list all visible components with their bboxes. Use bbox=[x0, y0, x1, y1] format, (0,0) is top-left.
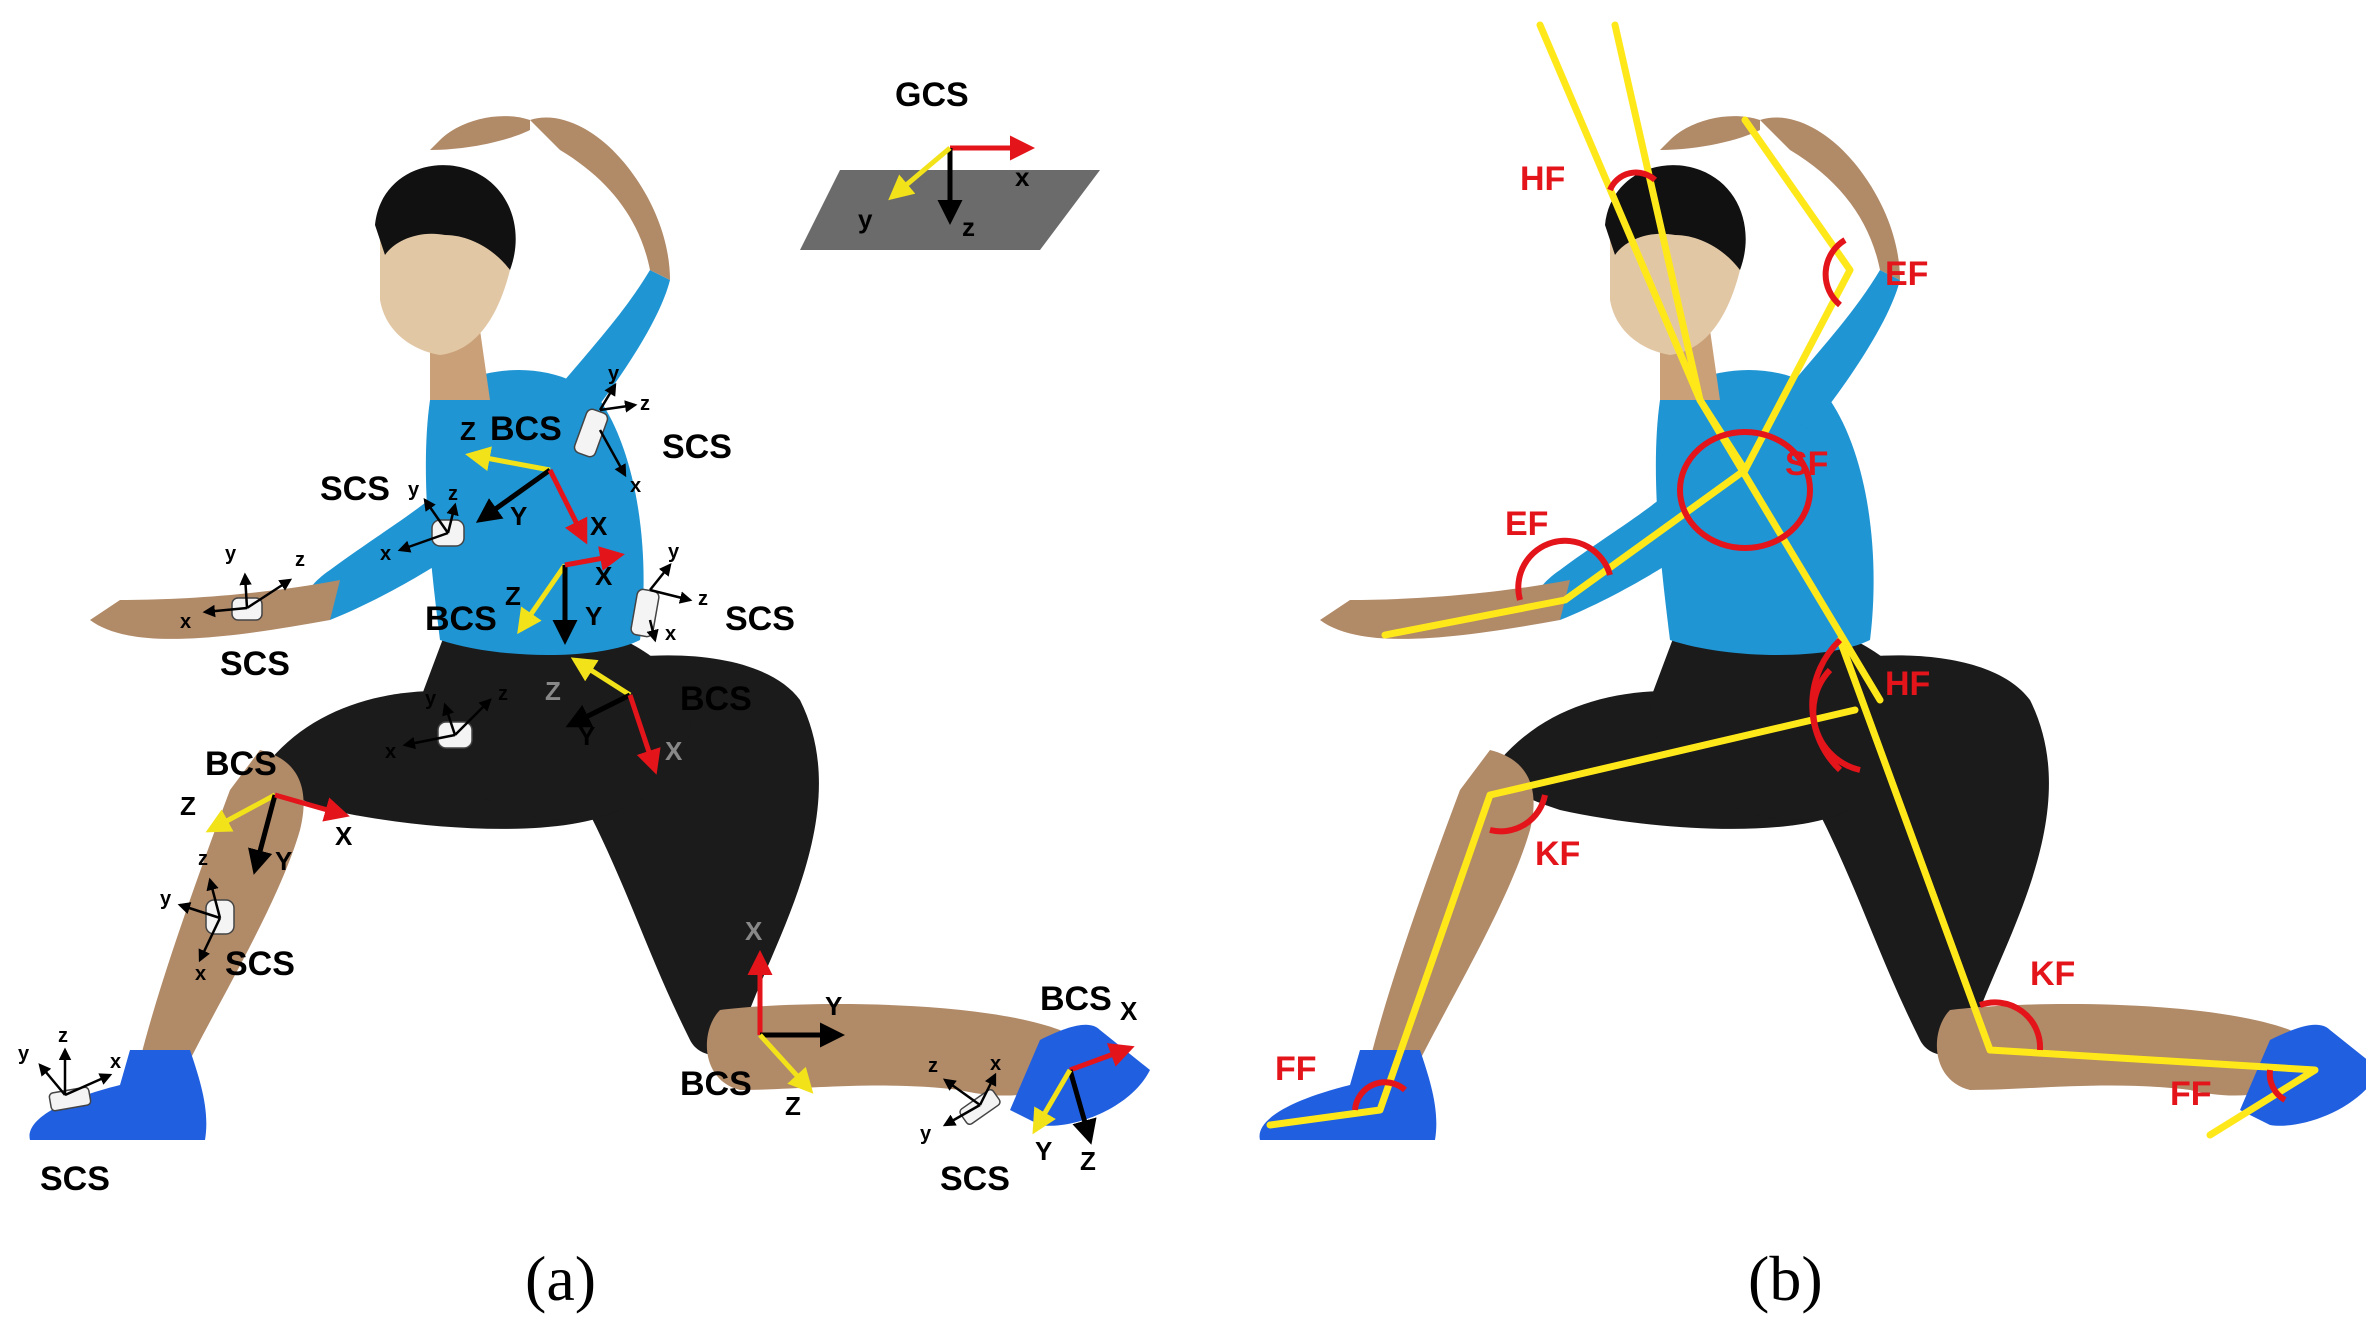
front-leg-line bbox=[1266, 706, 1859, 1129]
raised-arm-line bbox=[1741, 116, 1854, 474]
gcs-z-label: z bbox=[962, 212, 975, 242]
sx-shin: x bbox=[195, 963, 206, 985]
axis-X-pelvis: X bbox=[665, 736, 683, 766]
axis-Z-shank: Z bbox=[785, 1091, 801, 1121]
head-ref-line bbox=[1611, 21, 1704, 404]
gcs-y-label: y bbox=[858, 204, 873, 234]
sy-forearm: y bbox=[225, 543, 237, 565]
sz-back-lower: z bbox=[698, 588, 708, 610]
scs-label-back-lower: SCS bbox=[725, 600, 795, 638]
sensor-pads bbox=[48, 408, 1001, 1126]
axis-X-foot: X bbox=[1120, 996, 1138, 1026]
bcs-axis-letters: Z Y X Z Y X Z Y X Z Y X X Y Z X Y Z bbox=[180, 416, 1138, 1176]
panel-a: GCS x y z bbox=[18, 76, 1151, 1314]
axis-Y-foot: Y bbox=[1035, 1136, 1052, 1166]
axis-Z-torso: Z bbox=[460, 416, 476, 446]
bcs-label-torso-upper: BCS bbox=[490, 410, 562, 448]
sx-foot-front: x bbox=[110, 1051, 121, 1073]
axis-Z-lower: Z bbox=[505, 581, 521, 611]
arc-ef-raised bbox=[1822, 237, 1847, 308]
sx-foot-back: x bbox=[990, 1053, 1001, 1075]
bcs-axes bbox=[205, 446, 1135, 1145]
bcs-label-thigh: BCS bbox=[205, 745, 277, 783]
label-sf: SF bbox=[1785, 445, 1828, 483]
arc-sf bbox=[1677, 429, 1813, 551]
arc-ff-back bbox=[2266, 1069, 2287, 1103]
sz-upperarm: z bbox=[448, 483, 458, 505]
axis-Y-shank: Y bbox=[825, 991, 842, 1021]
axis-Z-pelvis: Z bbox=[545, 676, 561, 706]
sy-thigh: y bbox=[425, 688, 437, 710]
sz-back-upper: z bbox=[640, 393, 650, 415]
bcs-label-foot: BCS bbox=[1040, 980, 1112, 1018]
scs-label-foot-back: SCS bbox=[940, 1160, 1010, 1198]
axis-Z-thigh: Z bbox=[180, 791, 196, 821]
arc-ef-front bbox=[1515, 537, 1613, 601]
scs-label-upperarm: SCS bbox=[320, 470, 390, 508]
sensor-foot-front bbox=[48, 1086, 92, 1112]
axis-X-torso: X bbox=[590, 511, 608, 541]
panel-a-caption: (a) bbox=[525, 1243, 596, 1314]
bcs-label-torso-lower: BCS bbox=[425, 600, 497, 638]
axis-Y-thigh: Y bbox=[275, 846, 292, 876]
angle-labels: HF EF SF EF HF KF KF FF FF bbox=[1275, 160, 2212, 1113]
arc-ff-front bbox=[1352, 1079, 1408, 1111]
axis-Y-torso: Y bbox=[510, 501, 527, 531]
sz-shin: z bbox=[198, 848, 208, 870]
label-ef-raised: EF bbox=[1885, 255, 1928, 293]
sx-back-lower: x bbox=[665, 623, 676, 645]
label-kf-front: KF bbox=[1535, 835, 1580, 873]
label-hf-head: HF bbox=[1520, 160, 1565, 198]
sy-foot-front: y bbox=[18, 1043, 30, 1065]
label-ff-back: FF bbox=[2170, 1075, 2212, 1113]
panel-b: HF EF SF EF HF KF KF FF FF (b) bbox=[1259, 21, 2366, 1314]
sz-foot-front: z bbox=[58, 1025, 68, 1047]
bcs-label-pelvis: BCS bbox=[680, 680, 752, 718]
sx-thigh: x bbox=[385, 741, 396, 763]
sy-foot-back: y bbox=[920, 1123, 932, 1145]
label-kf-back: KF bbox=[2030, 955, 2075, 993]
sx-forearm: x bbox=[180, 611, 191, 633]
sy-upperarm: y bbox=[408, 479, 420, 501]
bcs-label-shank: BCS bbox=[680, 1065, 752, 1103]
gcs-label: GCS bbox=[895, 76, 969, 114]
sy-back-lower: y bbox=[668, 541, 680, 563]
panel-b-caption: (b) bbox=[1748, 1243, 1823, 1314]
arc-kf-back bbox=[1978, 999, 2044, 1051]
gcs-x-label: x bbox=[1015, 162, 1030, 192]
axis-X-shank: X bbox=[745, 916, 763, 946]
scs-label-shin: SCS bbox=[225, 945, 295, 983]
sx-back-upper: x bbox=[630, 475, 641, 497]
arc-hf-hip-inner bbox=[1810, 667, 1861, 773]
label-hf-hip: HF bbox=[1885, 665, 1930, 703]
axis-Y-lower: Y bbox=[585, 601, 602, 631]
scs-label-back-upper: SCS bbox=[662, 428, 732, 466]
sensor-foot-back bbox=[959, 1088, 1001, 1126]
frame-labels: BCS BCS BCS BCS BCS BCS SCS SCS SCS SCS … bbox=[40, 410, 1112, 1198]
label-ef-front: EF bbox=[1505, 505, 1548, 543]
label-ff-front: FF bbox=[1275, 1050, 1317, 1088]
sy-shin: y bbox=[160, 888, 172, 910]
sz-thigh: z bbox=[498, 683, 508, 705]
scs-label-forearm: SCS bbox=[220, 645, 290, 683]
axis-Y-pelvis: Y bbox=[578, 721, 595, 751]
scs-axes bbox=[38, 382, 997, 1127]
sx-upperarm: x bbox=[380, 543, 391, 565]
arc-hf-head bbox=[1607, 169, 1658, 192]
axis-Z-foot: Z bbox=[1080, 1146, 1096, 1176]
sz-forearm: z bbox=[295, 549, 305, 571]
sy-back-upper: y bbox=[608, 363, 620, 385]
axis-X-lower: X bbox=[595, 561, 613, 591]
sz-foot-back: z bbox=[928, 1055, 938, 1077]
arc-kf-front bbox=[1489, 794, 1548, 835]
sensor-back-upper bbox=[573, 408, 609, 458]
axis-X-thigh: X bbox=[335, 821, 353, 851]
back-leg-line bbox=[1836, 636, 2319, 1139]
scs-label-foot-front: SCS bbox=[40, 1160, 110, 1198]
scs-axis-letters: x y z x y z y z x y z x x y z x y z y z … bbox=[18, 363, 1001, 1145]
angle-arcs bbox=[1352, 169, 2287, 1111]
gcs-frame: GCS x y z bbox=[800, 76, 1100, 250]
